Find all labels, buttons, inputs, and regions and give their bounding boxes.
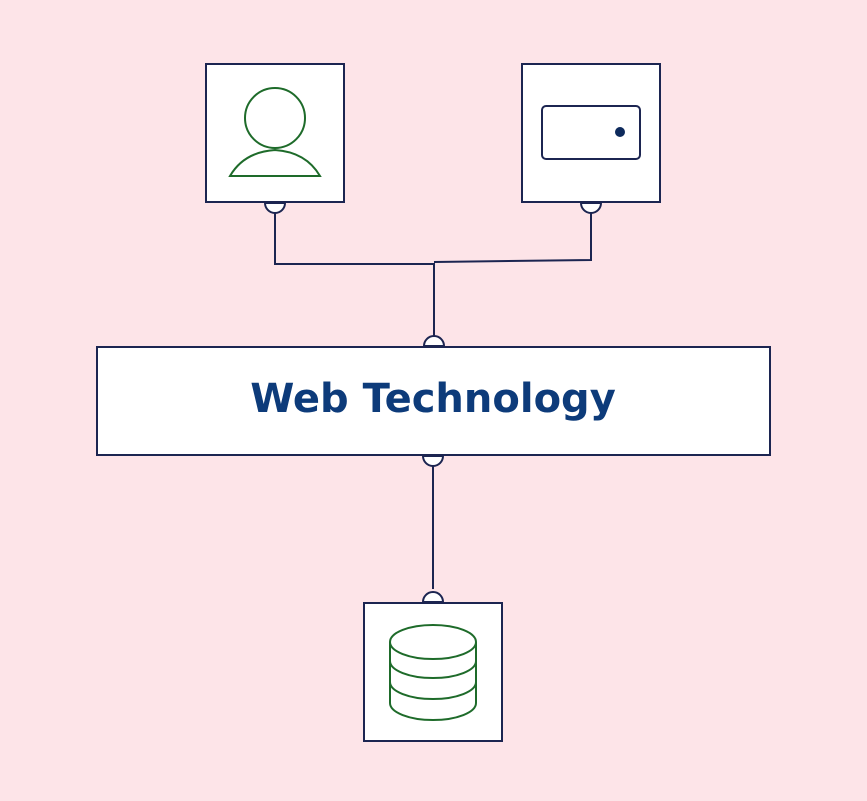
server-led-dot bbox=[615, 127, 625, 137]
database-node[interactable] bbox=[363, 591, 503, 742]
user-node[interactable] bbox=[205, 63, 345, 214]
web-technology-label: Web Technology bbox=[250, 376, 616, 422]
web-technology-bottom-port bbox=[421, 455, 445, 467]
web-technology-node[interactable]: Web Technology bbox=[96, 335, 771, 467]
server-icon bbox=[541, 105, 641, 160]
server-node[interactable] bbox=[521, 63, 661, 214]
connector-user-to-hub bbox=[274, 213, 434, 265]
server-port bbox=[579, 202, 603, 214]
database-port bbox=[421, 591, 445, 603]
user-icon bbox=[228, 87, 322, 177]
user-port bbox=[263, 202, 287, 214]
database-icon bbox=[389, 624, 477, 721]
web-technology-top-port bbox=[422, 335, 446, 347]
connector-server-to-hub bbox=[433, 213, 592, 263]
connectors bbox=[274, 213, 592, 589]
